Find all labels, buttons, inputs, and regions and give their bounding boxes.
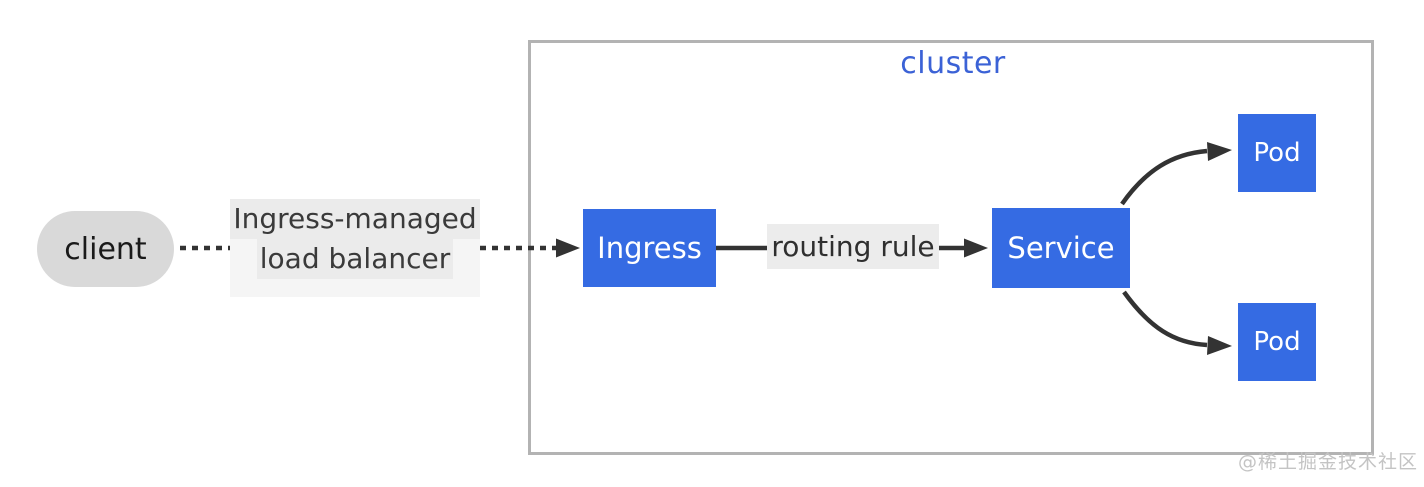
node-pod-top-label: Pod bbox=[1253, 138, 1301, 168]
watermark: @稀土掘金技术社区 bbox=[1237, 451, 1418, 473]
node-ingress: Ingress bbox=[583, 209, 716, 287]
node-client: client bbox=[37, 211, 174, 287]
edge-label-load-balancer: Ingress-managed load balancer bbox=[230, 199, 480, 297]
node-pod-bottom: Pod bbox=[1238, 303, 1316, 381]
edge-label-routing-rule-text: routing rule bbox=[771, 230, 935, 263]
node-service-label: Service bbox=[1007, 231, 1115, 265]
edge-label-routing-rule: routing rule bbox=[767, 224, 939, 269]
node-pod-top: Pod bbox=[1238, 114, 1316, 192]
cluster-label: cluster bbox=[900, 46, 1006, 81]
node-pod-bottom-label: Pod bbox=[1253, 327, 1301, 357]
edge-label-load-balancer-line1: Ingress-managed bbox=[230, 199, 480, 239]
edge-label-load-balancer-line2: load balancer bbox=[256, 239, 454, 279]
node-service: Service bbox=[992, 208, 1130, 288]
node-ingress-label: Ingress bbox=[597, 231, 702, 265]
node-client-label: client bbox=[64, 231, 147, 267]
